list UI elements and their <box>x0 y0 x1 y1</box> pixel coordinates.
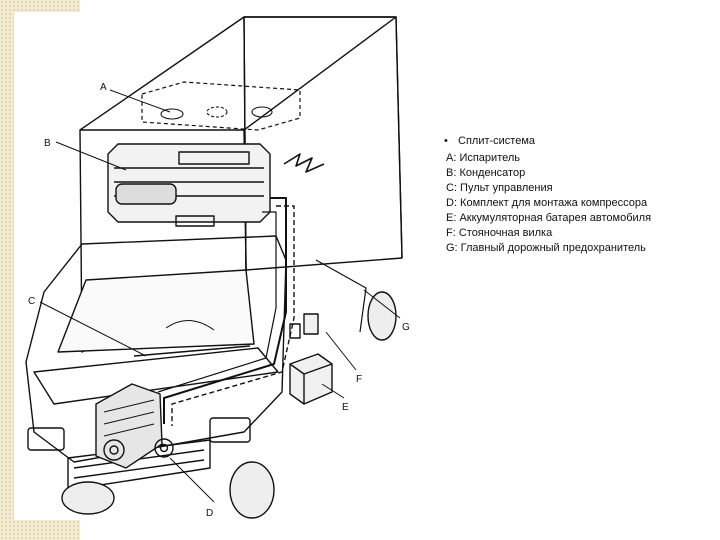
hood <box>33 347 279 405</box>
windshield <box>57 269 255 353</box>
label-b: B <box>44 138 51 149</box>
legend-title: Сплит-система <box>458 135 536 147</box>
legend-item: C: Пульт управления <box>446 182 553 194</box>
engine-block <box>95 383 163 469</box>
pipe-right <box>163 197 287 424</box>
condenser-unit <box>107 143 271 223</box>
legend-heading: • Сплит-система <box>444 134 716 149</box>
battery <box>289 353 333 405</box>
bullet-icon: • <box>444 135 448 147</box>
cargo-box-side <box>243 16 403 271</box>
label-f: F <box>356 374 362 385</box>
decorative-bottom-border <box>0 520 80 540</box>
legend-item: B: Конденсатор <box>446 167 526 179</box>
evaporator-outline <box>141 81 301 131</box>
decorative-top-border <box>0 0 80 12</box>
legend-list: A: Испаритель B: Конденсатор C: Пульт уп… <box>444 151 716 256</box>
legend-item: D: Комплект для монтажа компрессора <box>446 197 648 209</box>
truck-drawing: A B C D E F G <box>25 16 410 519</box>
legend: • Сплит-система A: Испаритель B: Конденс… <box>444 134 716 256</box>
decorative-left-border <box>0 0 14 540</box>
cargo-box-top <box>80 16 397 131</box>
truck-diagram: A B C D E F G <box>14 12 428 520</box>
label-e: E <box>342 402 349 413</box>
label-c: C <box>28 296 35 307</box>
legend-item: F: Стояночная вилка <box>446 227 553 239</box>
legend-item: G: Главный дорожный предохранитель <box>446 242 646 254</box>
label-a: A <box>100 82 107 93</box>
label-g: G <box>402 322 410 333</box>
legend-item: A: Испаритель <box>446 152 521 164</box>
parking-plug <box>303 313 319 335</box>
label-d: D <box>206 508 213 519</box>
legend-item: E: Аккумуляторная батарея автомобиля <box>446 212 652 224</box>
